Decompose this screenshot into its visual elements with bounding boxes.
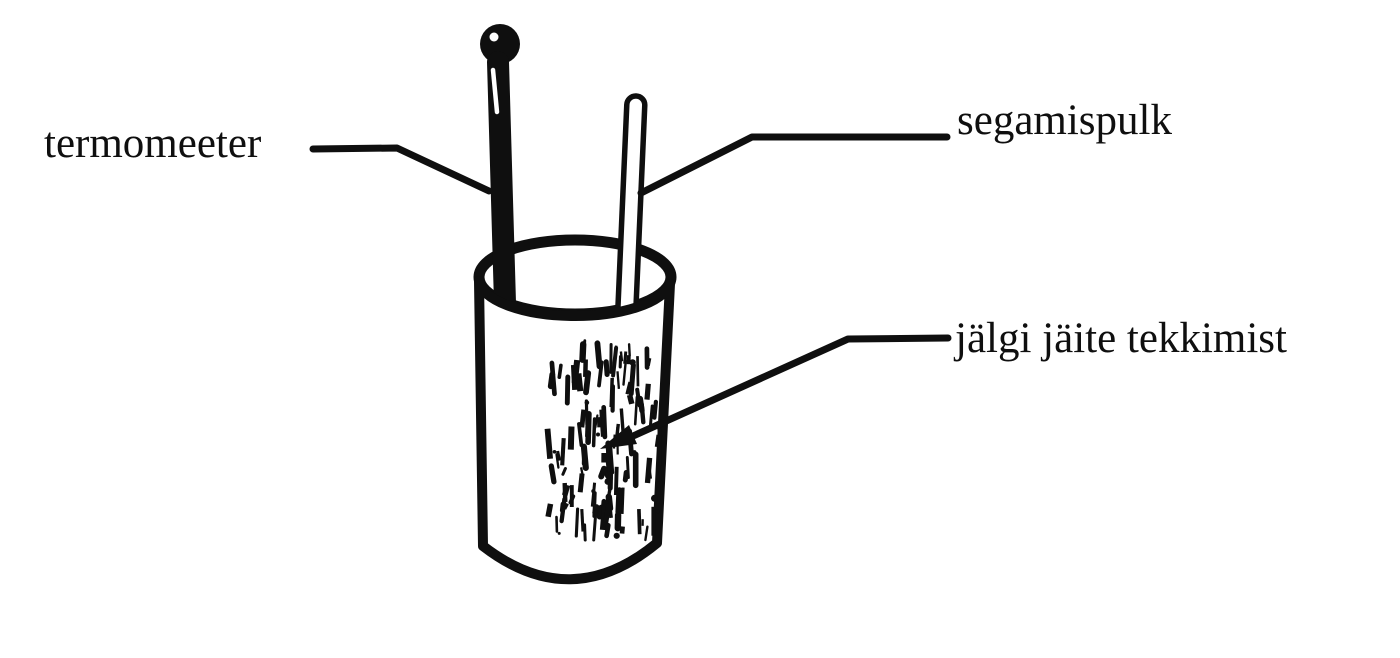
- leader-line-thermometer: [309, 144, 493, 195]
- label-frost-note: jälgi jäite tekkimist: [953, 315, 1287, 362]
- thermometer-ring: [480, 24, 520, 64]
- thermometer-rod: [487, 51, 516, 314]
- leader-line-frost: [618, 334, 952, 445]
- thermometer-capillary: [490, 67, 500, 115]
- thermometer-ring-highlight: [489, 32, 499, 42]
- label-thermometer: termomeeter: [44, 120, 261, 167]
- arrowhead-icon: [600, 425, 637, 449]
- thermometer-illustration: [480, 24, 520, 314]
- leader-line-stirring-rod: [637, 133, 951, 197]
- label-stirring-rod: segamispulk: [957, 97, 1172, 144]
- frost-texture: [544, 339, 664, 542]
